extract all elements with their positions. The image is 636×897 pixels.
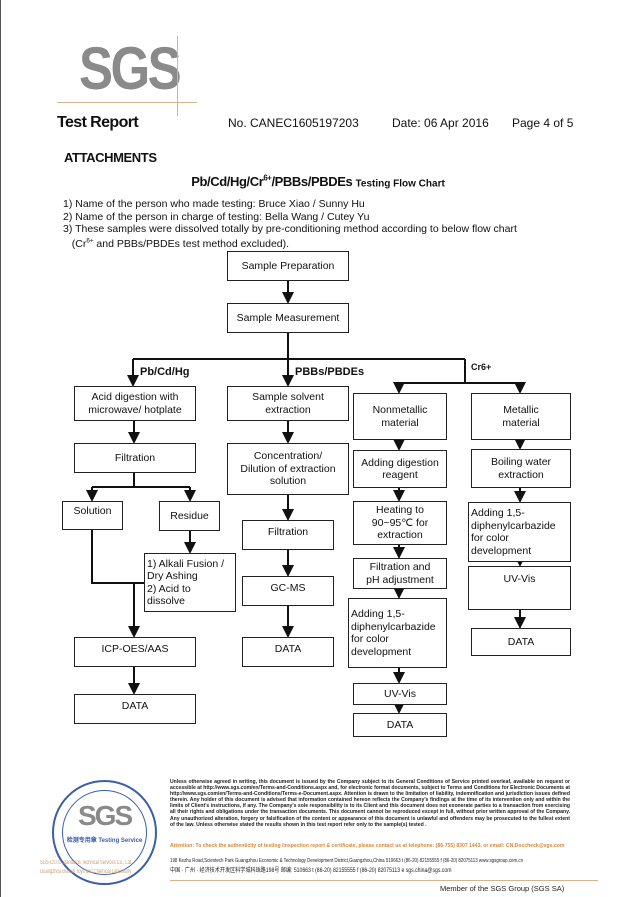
box-digestion-reagent: Adding digestion reagent xyxy=(353,450,447,488)
note: (Cr6+ and PBBs/PBDEs test method exclude… xyxy=(63,237,290,251)
box-filtration-ph: Filtration and pH adjustment xyxy=(353,558,447,589)
footer-divider xyxy=(170,880,598,881)
box-nonmetallic-material: Nonmetallic material xyxy=(353,393,447,440)
note: 2) Name of the person in charge of testi… xyxy=(63,210,370,223)
box-uv-vis-metal: UV-Vis xyxy=(468,566,571,610)
address-english: 198 Kezhu Road,Scientech Park Guangzhou … xyxy=(170,858,524,864)
box-diphenylcarbazide-metal: Adding 1,5- diphenylcarbazide for color … xyxy=(468,502,571,562)
legal-disclaimer: Unless otherwise agreed in writing, this… xyxy=(170,779,570,828)
testing-service-stamp: SGS 检测专用章 Testing Service xyxy=(52,780,157,885)
box-filtration-pb: Filtration xyxy=(74,443,196,473)
branch-label-pb-cd-hg: Pb/Cd/Hg xyxy=(140,366,190,378)
page-edge xyxy=(0,0,1,897)
box-filtration-pbb: Filtration xyxy=(242,520,334,550)
sgs-logo: SGS xyxy=(57,30,197,116)
box-data-pb: DATA xyxy=(74,694,196,724)
box-uv-vis-nonmetal: UV-Vis xyxy=(353,683,447,705)
branch-label-cr6: Cr6+ xyxy=(471,362,492,372)
box-residue: Residue xyxy=(159,501,220,531)
box-sample-preparation: Sample Preparation xyxy=(227,251,349,281)
note: 1) Name of the person who made testing: … xyxy=(63,198,365,210)
note: 3) These samples were dissolved totally … xyxy=(63,223,517,235)
box-acid-digestion: Acid digestion with microwave/ hotplate xyxy=(74,386,196,421)
section-heading: ATTACHMENTS xyxy=(64,150,157,165)
box-solution: Solution xyxy=(62,501,123,530)
report-date: Date: 06 Apr 2016 xyxy=(392,116,489,130)
branch-label-pbbs-pbdes: PBBs/PBDEs xyxy=(295,366,365,378)
flow-chart-title: Pb/Cd/Hg/Cr6+/PBBs/PBDEs Testing Flow Ch… xyxy=(0,174,636,189)
box-concentration: Concentration/ Dilution of extraction so… xyxy=(227,443,349,495)
page-number: Page 4 of 5 xyxy=(512,116,574,130)
lab-name-line2: Guangzhou Branch Toys and Chemical Labor… xyxy=(40,869,132,875)
member-statement: Member of the SGS Group (SGS SA) xyxy=(440,884,565,893)
box-gc-ms: GC-MS xyxy=(242,576,334,606)
address-chinese: 中国 · 广州 · 经济技术开发区科学城科珠路198号 邮编: 510663 t… xyxy=(170,868,452,874)
authenticity-notice: Attention: To check the authenticity of … xyxy=(170,843,565,849)
box-solvent-extraction: Sample solvent extraction xyxy=(227,386,349,421)
box-boiling-water: Boiling water extraction xyxy=(471,449,571,488)
flow-chart-title-main: Pb/Cd/Hg/Cr6+/PBBs/PBDEs xyxy=(191,174,353,190)
box-sample-measurement: Sample Measurement xyxy=(227,303,349,333)
box-diphenylcarbazide-nonmetal: Adding 1,5- diphenylcarbazide for color … xyxy=(348,598,447,668)
box-data-metal: DATA xyxy=(471,628,571,656)
box-alkali-fusion: 1) Alkali Fusion / Dry Ashing 2) Acid to… xyxy=(144,553,236,612)
notes: 1) Name of the person who made testing: … xyxy=(63,198,517,251)
box-metallic-material: Metallic material xyxy=(471,393,571,440)
box-heating: Heating to 90~95℃ for extraction xyxy=(353,501,447,545)
box-data-pbb: DATA xyxy=(242,637,334,667)
box-data-nonmetal: DATA xyxy=(353,713,447,737)
lab-name-line1: SGS-CSTC Standards Technical Services Co… xyxy=(40,860,133,866)
report-title: Test Report xyxy=(57,114,139,131)
report-number: No. CANEC1605197203 xyxy=(228,116,359,130)
flow-chart-title-sub: Testing Flow Chart xyxy=(355,178,445,190)
box-icp-oes-aas: ICP-OES/AAS xyxy=(74,637,196,667)
